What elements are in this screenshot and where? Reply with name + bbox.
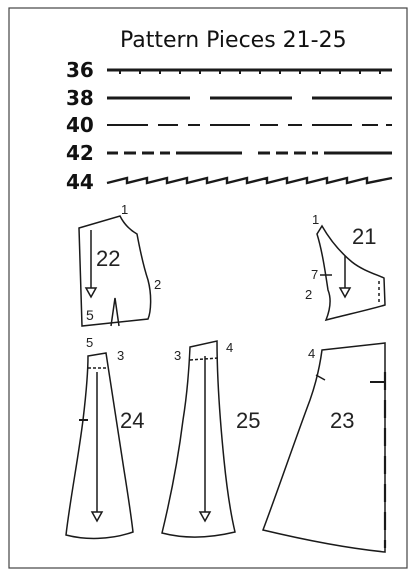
- piece-22-number: 22: [96, 246, 120, 271]
- piece-21-outline: [316, 224, 386, 322]
- piece-23-mark-4: 4: [308, 346, 315, 361]
- piece-25-mark-3: 3: [174, 348, 181, 363]
- size-label-44: 44: [66, 170, 94, 194]
- size-label-40: 40: [66, 113, 94, 137]
- piece-22: [78, 215, 152, 327]
- piece-21-grainline-arrow: [338, 287, 352, 299]
- size-label-42: 42: [66, 141, 94, 165]
- piece-24-number: 24: [120, 408, 144, 433]
- size-legend: [106, 68, 393, 185]
- piece-21: [316, 224, 386, 322]
- piece-22-dart: [110, 297, 120, 327]
- piece-22-mark-5: 5: [86, 307, 94, 323]
- size-label-36: 36: [66, 58, 94, 82]
- piece-labels: 22 1 2 5 21 1 7 2 24 5 3 25 3 4 23 4: [86, 202, 376, 433]
- piece-25-grainline-arrow: [198, 511, 212, 523]
- line-size-36: [107, 68, 392, 74]
- line-size-44: [106, 176, 393, 185]
- piece-25-mark-4: 4: [226, 340, 233, 355]
- piece-25: [161, 340, 236, 538]
- piece-25-number: 25: [236, 408, 260, 433]
- piece-21-mark-2: 2: [305, 287, 312, 302]
- piece-24-grainline-arrow: [90, 511, 104, 523]
- piece-21-number: 21: [352, 224, 376, 249]
- piece-21-mark-1: 1: [312, 212, 319, 227]
- piece-24-mark-3: 3: [117, 348, 124, 363]
- piece-22-mark-1: 1: [121, 202, 128, 217]
- piece-25-waistline: [189, 357, 219, 361]
- piece-23-number: 23: [330, 408, 354, 433]
- piece-24-mark-5: 5: [86, 335, 93, 350]
- piece-23-notch-left: [315, 374, 326, 381]
- diagram-title: Pattern Pieces 21-25: [120, 28, 347, 53]
- piece-23: [261, 342, 387, 553]
- sheet-border: [8, 7, 408, 569]
- piece-24: [65, 352, 134, 540]
- piece-23-outline: [261, 342, 386, 553]
- piece-22-mark-2: 2: [154, 277, 161, 292]
- piece-22-outline: [78, 215, 152, 327]
- size-label-38: 38: [66, 86, 94, 110]
- piece-21-mark-7: 7: [311, 267, 318, 282]
- piece-25-outline: [161, 340, 236, 538]
- piece-22-grainline-arrow: [84, 287, 98, 299]
- piece-24-outline: [65, 352, 134, 540]
